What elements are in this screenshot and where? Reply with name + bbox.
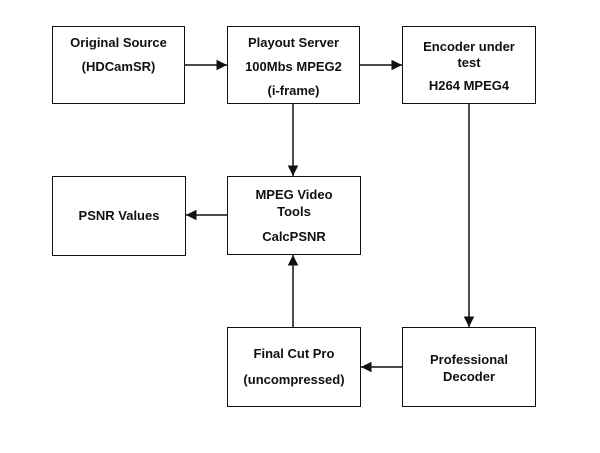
original-source-format: (HDCamSR) xyxy=(81,59,156,74)
encoder-under-test-title-cont: test xyxy=(457,55,481,70)
playout-server-mode: (i-frame) xyxy=(267,83,320,98)
mpeg-video-tools-title: MPEG Video xyxy=(255,187,333,202)
psnr-values-title: PSNR Values xyxy=(78,208,160,223)
mpeg-video-tools-box: MPEG Video Tools CalcPSNR xyxy=(227,176,361,255)
final-cut-pro-mode: (uncompressed) xyxy=(243,372,345,387)
original-source-title: Original Source xyxy=(70,35,167,50)
playout-server-title: Playout Server xyxy=(247,35,340,50)
encoder-under-test-box: Encoder under test H264 MPEG4 xyxy=(402,26,536,104)
final-cut-pro-box: Final Cut Pro (uncompressed) xyxy=(227,327,361,407)
encoder-under-test-title: Encoder under xyxy=(423,39,515,54)
professional-decoder-box: Professional Decoder xyxy=(402,327,536,407)
encoder-under-test-format: H264 MPEG4 xyxy=(428,78,510,93)
final-cut-pro-title: Final Cut Pro xyxy=(253,346,335,361)
mpeg-video-tools-module: CalcPSNR xyxy=(262,229,326,244)
playout-server-box: Playout Server 100Mbs MPEG2 (i-frame) xyxy=(227,26,360,104)
original-source-box: Original Source (HDCamSR) xyxy=(52,26,185,104)
playout-server-format: 100Mbs MPEG2 xyxy=(245,59,342,74)
mpeg-video-tools-title-cont: Tools xyxy=(277,204,311,219)
psnr-values-box: PSNR Values xyxy=(52,176,186,256)
professional-decoder-title: Professional xyxy=(429,352,509,367)
professional-decoder-title-cont: Decoder xyxy=(442,369,496,384)
